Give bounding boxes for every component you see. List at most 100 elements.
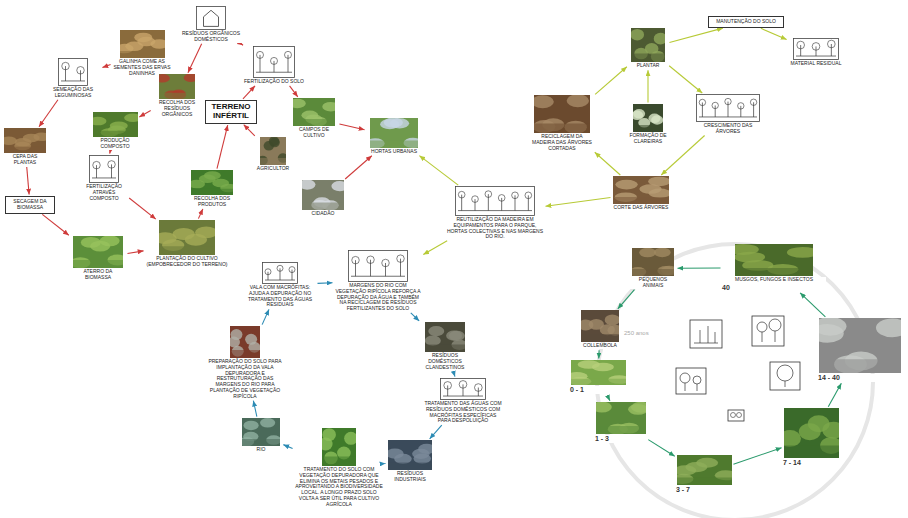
stage-years: 1 - 3 (595, 435, 647, 443)
plant-stem (355, 260, 356, 276)
photo (191, 170, 233, 195)
tree-trunk (700, 330, 701, 343)
succession-icon (728, 410, 744, 421)
plant-crown (797, 41, 805, 49)
cycle-arrow (339, 124, 364, 130)
plant-stem (816, 46, 817, 56)
photo-detail (631, 54, 665, 63)
house-icon (196, 6, 226, 30)
caption: PEQUENOS ANIMAIS (630, 277, 676, 289)
seedling (731, 413, 736, 418)
photo (632, 248, 674, 276)
tree-crown (757, 322, 767, 332)
cycle-arrow (828, 383, 841, 406)
photo-detail (125, 42, 143, 52)
photo-detail (596, 402, 612, 412)
cycle-arrow (262, 309, 269, 324)
box-label: SECAGEM DA BIOMASSA (9, 199, 51, 211)
icon-frame (349, 251, 408, 282)
house-outline (204, 10, 219, 26)
photo-ground (73, 236, 123, 268)
photo-detail (413, 454, 431, 464)
plant-stem (715, 105, 716, 117)
plant-crown (750, 99, 756, 105)
icon-frame (197, 7, 226, 30)
cycle-arrow (669, 66, 702, 93)
photo-detail (633, 125, 663, 132)
photo-card: CIDADÃO (300, 180, 346, 217)
photo-detail (677, 478, 732, 486)
icon-card: TRATAMENTO DAS ÁGUAS COM RESÍDUOS DOMÉST… (424, 378, 502, 424)
photo-detail (322, 102, 335, 112)
plant-crown (512, 192, 519, 199)
tree-trunk (762, 332, 763, 342)
icon-frame (456, 187, 535, 216)
plant-crown (289, 267, 295, 273)
line-drawing (89, 155, 119, 183)
icon-frame (794, 39, 839, 60)
cycle-arrow (243, 86, 255, 99)
cycle-arrow (283, 445, 292, 449)
caption: RESÍDUOS INDUSTRIAIS (386, 471, 434, 483)
icon-frame (676, 368, 706, 394)
icon-card: MARGENS DO RIO COM VEGETAÇÃO RIPÍCOLA RE… (334, 250, 422, 312)
cycle-arrow (217, 125, 228, 168)
plant-stem (501, 198, 502, 211)
photo-detail (654, 248, 671, 257)
photo-ground (370, 118, 418, 148)
icon-frame (728, 410, 744, 421)
photo-card: CORTE DAS ÁRVORES (612, 176, 670, 211)
line-drawing (253, 46, 295, 78)
caption: GALINHA COME AS SEMENTES DAS ERVAS DANIN… (112, 59, 172, 76)
tree-crown (693, 376, 701, 384)
photo-detail (534, 95, 554, 108)
icon-frame (90, 156, 119, 183)
photo-card: TRATAMENTO DO SOLO COM VEGETAÇÃO DEPURAD… (294, 428, 384, 507)
cycle-arrow (669, 28, 722, 42)
plant-stem (728, 102, 729, 117)
stage-years: 3 - 7 (676, 486, 732, 494)
cycle-arrow (102, 65, 110, 68)
succession-icon (676, 368, 706, 394)
photo-card: PRODUÇÃO COMPOSTO (92, 112, 138, 150)
tree-trunk (685, 383, 686, 391)
caption: MUSGOS, FUNGOS E INSECTOS (722, 277, 826, 283)
caption: CEPA DAS PLANTAS (2, 154, 48, 166)
cycle-arrow (419, 156, 458, 185)
caption: SEMEAÇÃO DAS LEGUMINOSAS (45, 87, 101, 99)
photo-card: PREPARAÇÃO DO SOLO PARA IMPLANTAÇÃO DA V… (204, 326, 286, 399)
photo-detail (600, 324, 615, 335)
photo-card: RECOLHA DOS RESÍDUOS ORGÂNICOS (152, 74, 202, 117)
photo-detail (654, 33, 665, 45)
plant-crown (285, 51, 292, 58)
photo-ground (242, 418, 280, 446)
photo-detail (302, 180, 315, 190)
photo-detail (787, 247, 813, 258)
photo (613, 176, 669, 204)
photo (293, 98, 335, 126)
plant-crown (459, 381, 467, 389)
plant-stem (400, 259, 401, 277)
photo-detail (577, 360, 599, 369)
plant-crown (397, 255, 405, 263)
photo-detail (243, 421, 258, 431)
caption: RECICLAGEM DA MADEIRA DAS ÁRVORES CORTAD… (530, 134, 594, 151)
plant-crown (712, 102, 718, 108)
plant-crown (444, 382, 452, 390)
photo-detail (269, 137, 279, 146)
stage-years: 14 - 40 (818, 374, 902, 382)
photo-detail (628, 404, 646, 415)
cycle-arrow (384, 463, 386, 464)
plant-stem (370, 260, 371, 276)
plant-stem (268, 272, 269, 280)
tree-trunk (775, 331, 776, 342)
photo (633, 104, 663, 132)
photo-detail (33, 132, 46, 141)
photo-detail (90, 241, 110, 252)
cycle-arrow (598, 350, 599, 358)
photo (230, 326, 260, 358)
photo-detail (302, 203, 344, 211)
photo (677, 455, 732, 485)
plant-stem (463, 384, 464, 396)
